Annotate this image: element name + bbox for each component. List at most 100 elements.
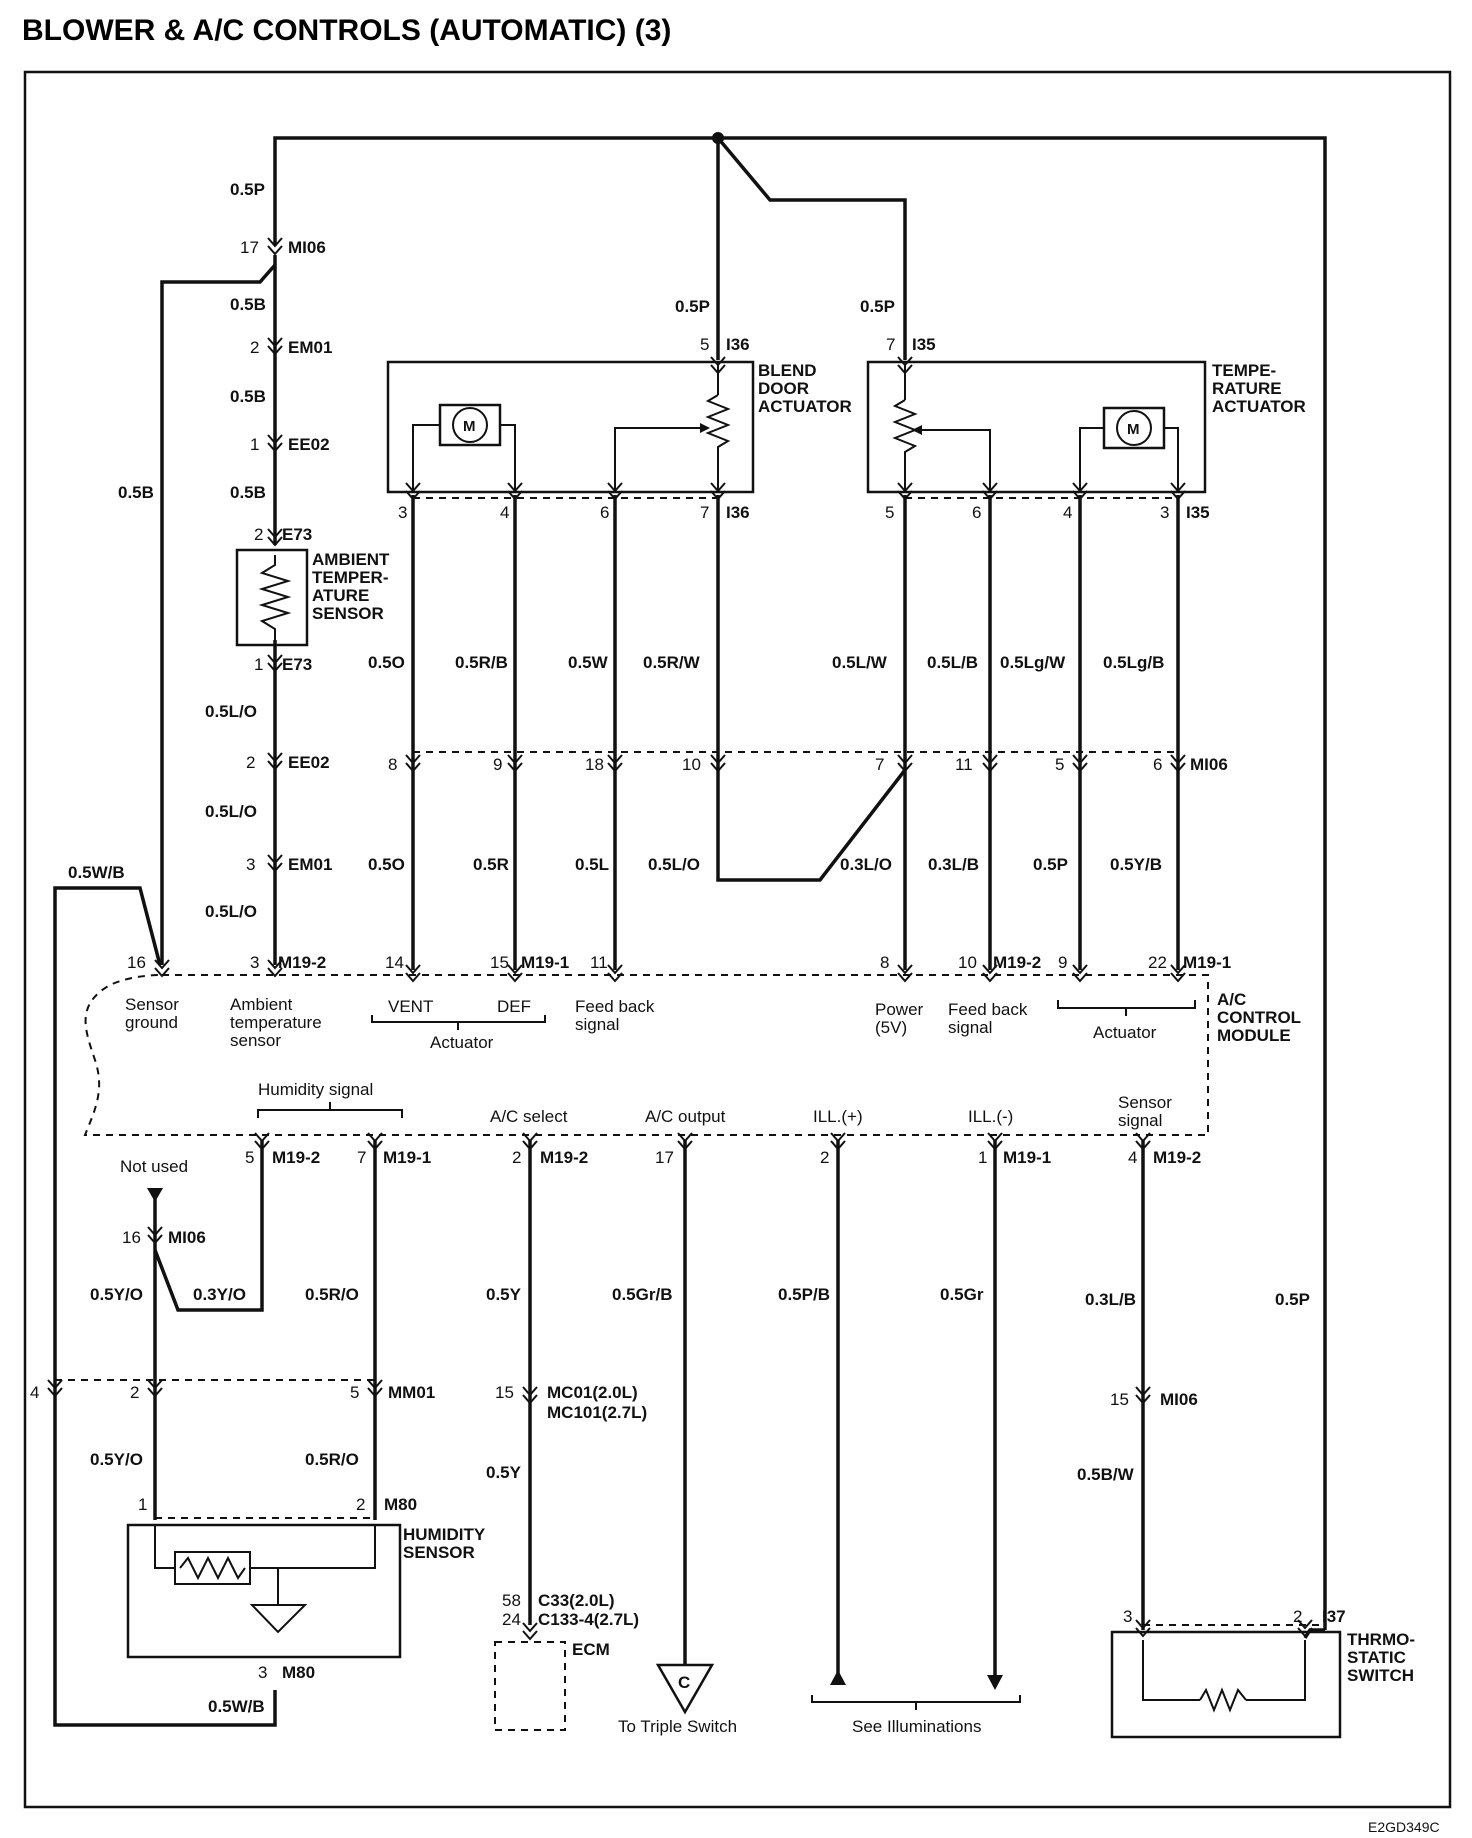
svg-text:0.5L/O: 0.5L/O	[648, 855, 700, 874]
connector-label: EE02	[288, 753, 330, 772]
svg-text:M19-2: M19-2	[1153, 1148, 1201, 1167]
thermostatic-switch	[1110, 1630, 1342, 1739]
svg-text:0.5Y: 0.5Y	[486, 1285, 522, 1304]
svg-text:10: 10	[958, 953, 977, 972]
i37-feed	[1303, 1628, 1325, 1639]
triple-switch-connector-letter: C	[678, 1673, 690, 1692]
pin-label: 16	[127, 953, 146, 972]
svg-text:ILL.(-): ILL.(-)	[968, 1107, 1013, 1126]
svg-text:5: 5	[350, 1383, 359, 1402]
svg-text:M19-1: M19-1	[1003, 1148, 1051, 1167]
connector-label: EE02	[288, 435, 330, 454]
svg-text:0.5P: 0.5P	[1033, 855, 1068, 874]
svg-text:7: 7	[875, 755, 884, 774]
pin-label: 3	[250, 953, 259, 972]
svg-text:0.5O: 0.5O	[368, 855, 405, 874]
temperature-actuator-potentiometer-icon	[892, 365, 991, 492]
svg-text:0.5Lg/B: 0.5Lg/B	[1103, 653, 1164, 672]
wire-label: 0.5P	[230, 180, 265, 199]
pin-label: 2	[356, 1495, 365, 1514]
i37-chevron	[1297, 1619, 1313, 1637]
triple-switch-connector-icon	[655, 1663, 715, 1715]
actuator-wire-labels-lower: 0.5O 0.5R 0.5L 0.5L/O 0.3L/O 0.3L/B 0.5P…	[368, 855, 1162, 874]
svg-text:15: 15	[490, 953, 509, 972]
connector-label: EM01	[288, 338, 332, 357]
connector-label: M19-2	[278, 953, 326, 972]
svg-text:6: 6	[600, 503, 609, 522]
pin-label: 2	[246, 753, 255, 772]
thermostatic-resistor-icon	[1142, 1640, 1306, 1713]
svg-text:2: 2	[820, 1148, 829, 1167]
svg-text:DEF: DEF	[497, 997, 531, 1016]
actuator-wire-labels-upper: 0.5O 0.5R/B 0.5W 0.5R/W 0.5L/W 0.5L/B 0.…	[368, 653, 1164, 672]
svg-text:M19-1: M19-1	[1183, 953, 1231, 972]
pin-label: 7	[886, 335, 895, 354]
pin-label: 17	[240, 238, 259, 257]
connector-label: E73	[282, 655, 312, 674]
actuator-pin-labels: 3 4 6 7 I36 5 6 4 3 I35	[398, 503, 1210, 522]
svg-text:5: 5	[885, 503, 894, 522]
svg-text:I36: I36	[726, 503, 750, 522]
svg-text:0.5R/B: 0.5R/B	[455, 653, 508, 672]
ill-plus-arrow-icon	[830, 1670, 846, 1685]
connector-chevrons	[154, 237, 283, 977]
see-illuminations-label: See Illuminations	[852, 1717, 981, 1736]
svg-text:8: 8	[880, 953, 889, 972]
svg-text:7: 7	[357, 1148, 366, 1167]
svg-text:0.5Gr: 0.5Gr	[940, 1285, 984, 1304]
pin-label: 3	[1123, 1607, 1132, 1626]
pin-label: 1	[254, 655, 263, 674]
svg-text:MC01(2.0L): MC01(2.0L)	[547, 1383, 638, 1402]
svg-text:M19-2: M19-2	[272, 1148, 320, 1167]
mm01-labels: 4 2 5 MM01 15 MC01(2.0L) MC101(2.7L) 15 …	[30, 1383, 1198, 1422]
pin-label: 5	[700, 335, 709, 354]
connector-label: I35	[912, 335, 936, 354]
svg-text:4: 4	[1128, 1148, 1137, 1167]
pin-label: 58	[502, 1591, 521, 1610]
svg-text:A/C output: A/C output	[645, 1107, 726, 1126]
svg-text:M19-2: M19-2	[540, 1148, 588, 1167]
svg-text:11: 11	[955, 755, 973, 774]
svg-text:3: 3	[398, 503, 407, 522]
illumination-bracket	[811, 1695, 1021, 1710]
figure-code: E2GD349C	[1368, 1819, 1440, 1835]
svg-text:0.5Y: 0.5Y	[486, 1463, 522, 1482]
svg-text:M19-2: M19-2	[993, 953, 1041, 972]
module-bottom-pin-labels: 5 M19-2 7 M19-1 2 M19-2 17 2 1 M19-1 4 M…	[245, 1148, 1201, 1167]
wire-label: 0.5P	[860, 297, 895, 316]
svg-text:M19-1: M19-1	[521, 953, 569, 972]
connector-label: MI06	[288, 238, 326, 257]
actuator-signal-wires	[411, 495, 1180, 970]
svg-text:0.5L/W: 0.5L/W	[832, 653, 888, 672]
svg-text:22: 22	[1148, 953, 1167, 972]
svg-text:18: 18	[585, 755, 604, 774]
wire-label: 0.5B	[118, 483, 154, 502]
svg-text:4: 4	[500, 503, 509, 522]
svg-text:0.3Y/O: 0.3Y/O	[193, 1285, 246, 1304]
svg-text:5: 5	[245, 1148, 254, 1167]
svg-text:8: 8	[388, 755, 397, 774]
svg-text:MC101(2.7L): MC101(2.7L)	[547, 1403, 647, 1422]
pin-label: 2	[1293, 1607, 1302, 1626]
svg-text:0.5L/B: 0.5L/B	[927, 653, 978, 672]
connector-label: I36	[726, 335, 750, 354]
svg-text:9: 9	[1058, 953, 1067, 972]
ac-control-module	[83, 974, 1209, 1136]
not-used-label: Not used	[120, 1157, 188, 1176]
svg-text:MI06: MI06	[1160, 1390, 1198, 1409]
pin-label: 2	[254, 525, 263, 544]
svg-text:0.3L/B: 0.3L/B	[1085, 1290, 1136, 1309]
ecm-box	[494, 1641, 566, 1731]
svg-text:10: 10	[682, 755, 701, 774]
to-triple-switch-label: To Triple Switch	[618, 1717, 737, 1736]
temperature-actuator	[866, 360, 1207, 494]
connector-label: EM01	[288, 855, 332, 874]
not-used-terminal-icon	[147, 1188, 163, 1202]
connector-label: MI06	[168, 1228, 206, 1247]
wire-label: 0.5L/O	[205, 802, 257, 821]
